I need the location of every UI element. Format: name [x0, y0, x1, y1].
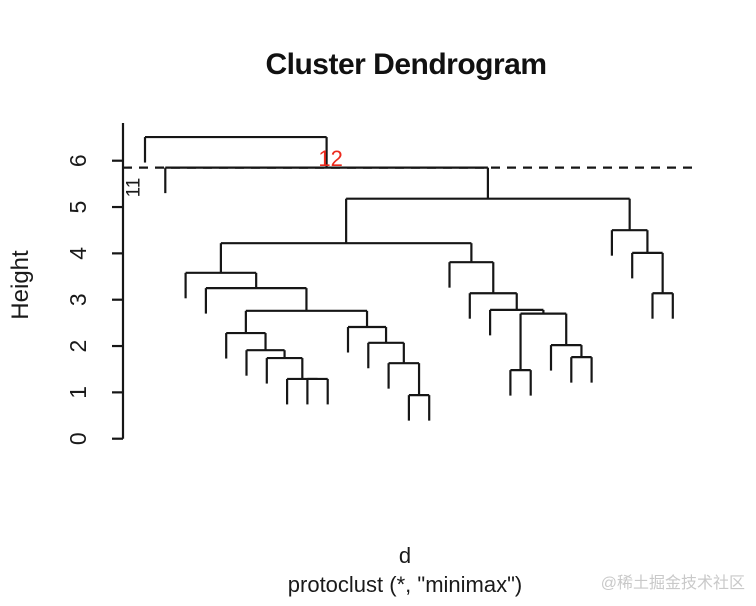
y-tick-label: 5	[65, 201, 91, 214]
y-tick-label: 4	[65, 247, 91, 260]
leaf-label-11: 11	[124, 178, 145, 198]
x-axis-sublabel: protoclust (*, "minimax")	[287, 572, 523, 597]
y-tick-label: 3	[65, 293, 91, 306]
y-axis-label: Height	[7, 250, 34, 320]
y-tick-label: 6	[65, 154, 91, 167]
watermark: @稀土掘金技术社区	[600, 575, 745, 592]
y-tick-label: 0	[65, 432, 91, 445]
y-tick-label: 1	[65, 386, 91, 399]
chart-title: Cluster Dendrogram	[265, 48, 547, 81]
y-tick-label: 2	[65, 340, 91, 353]
cluster-label-12: 12	[318, 146, 342, 171]
x-axis-label: d	[398, 543, 412, 568]
